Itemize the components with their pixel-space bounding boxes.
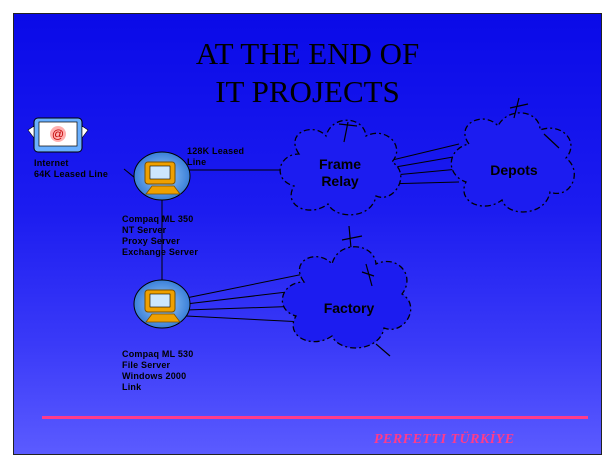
email-globe-icon: @: [27, 117, 89, 153]
leased-line-label: 128K Leased Line: [187, 146, 245, 167]
server1-computer-icon: [133, 151, 191, 201]
depots-label: Depots: [490, 162, 538, 178]
depots-cloud: [450, 97, 575, 213]
footer-rule: [42, 416, 588, 419]
slide-title-line2: IT PROJECTS: [215, 74, 400, 109]
server2-computer-icon: [133, 279, 191, 329]
internet-label: Internet 64K Leased Line: [34, 158, 109, 179]
factory-label: Factory: [323, 300, 375, 316]
slide: AT THE END OF IT PROJECTS: [13, 13, 602, 455]
network-diagram: @: [27, 97, 588, 419]
slide-title-line1: AT THE END OF: [195, 36, 420, 71]
footer-brand: PERFETTI TÜRKİYE: [374, 432, 515, 447]
frame-relay-label: Frame Relay: [318, 156, 362, 189]
frame-relay-cloud: [279, 119, 402, 260]
factory-cloud: [281, 246, 412, 357]
svg-text:@: @: [52, 127, 64, 141]
server2-label: Compaq ML 530 File Server Windows 2000 L…: [122, 349, 194, 392]
server1-label: Compaq ML 350 NT Server Proxy Server Exc…: [122, 214, 199, 257]
